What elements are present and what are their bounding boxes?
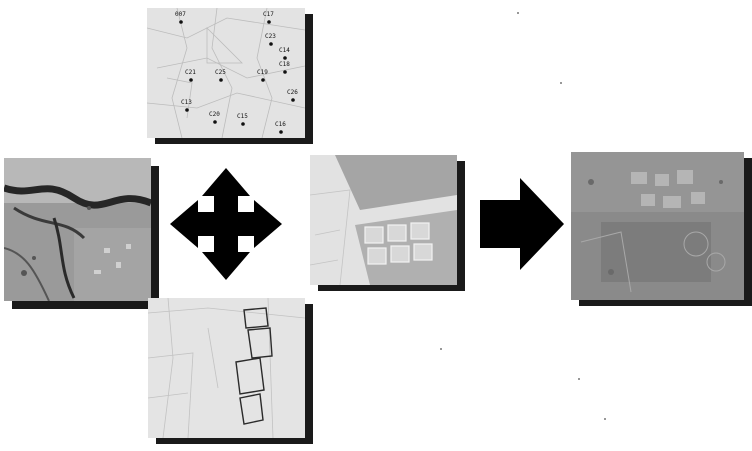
- map-point-label: C25: [215, 69, 226, 76]
- map-point-marker: [283, 70, 287, 74]
- map-point-marker: [219, 78, 223, 82]
- scan-speck: [578, 378, 580, 380]
- map-point-label: C18: [279, 61, 290, 68]
- street-plan-tile: [310, 155, 457, 285]
- scan-speck: [604, 418, 606, 420]
- map-point-label: C21: [185, 69, 196, 76]
- scan-speck: [517, 12, 519, 14]
- merged-aerial-tile: [571, 152, 744, 300]
- map-point-marker: [291, 98, 295, 102]
- map-point-label: C20: [209, 111, 220, 118]
- four-way-arrow-icon: [170, 168, 282, 280]
- map-point-marker: [283, 56, 287, 60]
- map-point-marker: [185, 108, 189, 112]
- right-arrow-icon: [480, 178, 564, 270]
- map-point-label: C13: [181, 99, 192, 106]
- map-point-marker: [279, 130, 283, 134]
- map-point-label: C16: [275, 121, 286, 128]
- map-point-marker: [189, 78, 193, 82]
- map-point-label: C23: [265, 33, 276, 40]
- map-point-marker: [241, 122, 245, 126]
- map-point-marker: [179, 20, 183, 24]
- map-point-label: C14: [279, 47, 290, 54]
- map-point-label: 007: [175, 11, 186, 18]
- parcel-plan-tile: [148, 298, 305, 438]
- map-point-marker: [213, 120, 217, 124]
- map-point-marker: [269, 42, 273, 46]
- map-point-label: C19: [257, 69, 268, 76]
- map-point-marker: [267, 20, 271, 24]
- scan-speck: [440, 348, 442, 350]
- map-point-label: C15: [237, 113, 248, 120]
- map-point-marker: [261, 78, 265, 82]
- map-point-label: C26: [287, 89, 298, 96]
- scan-speck: [560, 82, 562, 84]
- map-point-label: C17: [263, 11, 274, 18]
- aerial-river-tile: [4, 158, 151, 301]
